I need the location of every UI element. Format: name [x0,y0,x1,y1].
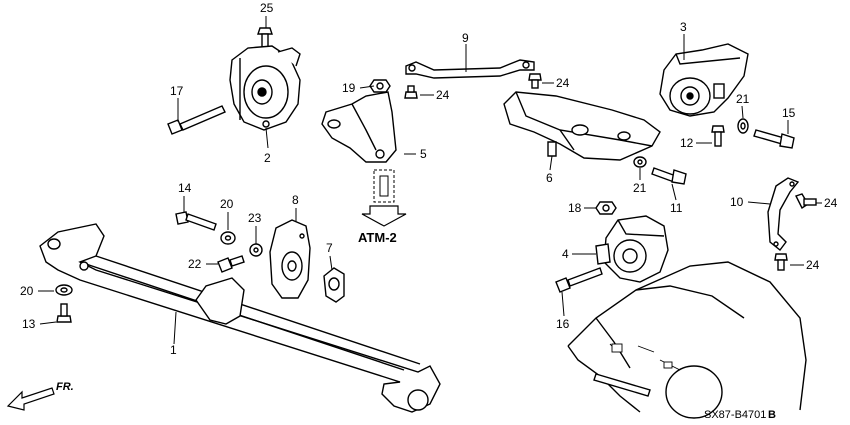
bolt-24-c [795,193,817,210]
callouts: 25 17 2 19 24 9 24 3 21 15 12 5 6 21 11 … [20,1,838,357]
diagram-code-number: SX87-B4701 [704,409,766,421]
rod-9 [405,59,535,79]
callout-24-c: 24 [824,196,838,210]
atm-label: ATM-2 [358,230,397,245]
callout-21-a: 21 [736,92,750,106]
callout-3: 3 [680,20,687,34]
bolt-17 [167,105,226,135]
callout-18: 18 [568,201,582,215]
nut-18 [595,201,617,215]
washer-21-b [633,156,647,168]
callout-1: 1 [170,343,177,357]
mount-8 [269,219,311,299]
rod-10 [767,177,800,251]
bolt-14 [175,211,217,231]
bolt-24-b [528,73,542,89]
callout-14: 14 [178,181,192,195]
callout-6: 6 [546,171,553,185]
front-direction: FR. [6,381,74,411]
callout-21-b: 21 [633,181,647,195]
callout-7: 7 [326,241,333,255]
washer-23 [249,243,263,257]
diagram-code-suffix: B [768,409,776,421]
bolt-15 [753,129,795,149]
callout-16: 16 [556,317,570,331]
mount-3 [659,43,749,117]
clamp-7 [323,267,345,303]
crossmember-1 [39,223,441,413]
engine-mount-2 [229,45,301,131]
callout-19: 19 [342,81,356,95]
bolt-24-a [404,85,418,99]
diagram-code: SX87-B4701 B [704,409,776,421]
callout-23: 23 [248,211,262,225]
callout-24-d: 24 [806,258,820,272]
washer-20-a [220,231,236,245]
bolt-16 [555,267,603,293]
car-location-inset [567,261,807,419]
washer-20-b [55,284,73,296]
callout-24-a: 24 [436,88,450,102]
atm-reference: ATM-2 [358,169,407,245]
bolt-24-d [774,253,788,271]
bolt-22 [217,255,245,273]
bracket-5 [321,91,397,163]
callout-20-b: 20 [20,284,34,298]
front-label: FR. [56,381,74,393]
callout-15: 15 [782,106,796,120]
callout-5: 5 [420,147,427,161]
callout-4: 4 [562,247,569,261]
bolt-13 [56,303,72,323]
mount-4 [595,215,669,283]
callout-13: 13 [22,317,36,331]
bolt-11 [651,167,687,185]
callout-17: 17 [170,84,184,98]
callout-9: 9 [462,31,469,45]
callout-22: 22 [188,257,202,271]
bracket-6 [503,91,661,161]
callout-12: 12 [680,136,694,150]
washer-21-a [737,118,749,134]
callout-25: 25 [260,1,274,15]
bolt-12 [711,125,725,147]
callout-2: 2 [264,151,271,165]
leader-lines [38,16,822,345]
callout-10: 10 [730,195,744,209]
callout-11: 11 [670,201,683,215]
callout-20-a: 20 [220,197,234,211]
callout-8: 8 [292,193,299,207]
callout-24-b: 24 [556,76,570,90]
